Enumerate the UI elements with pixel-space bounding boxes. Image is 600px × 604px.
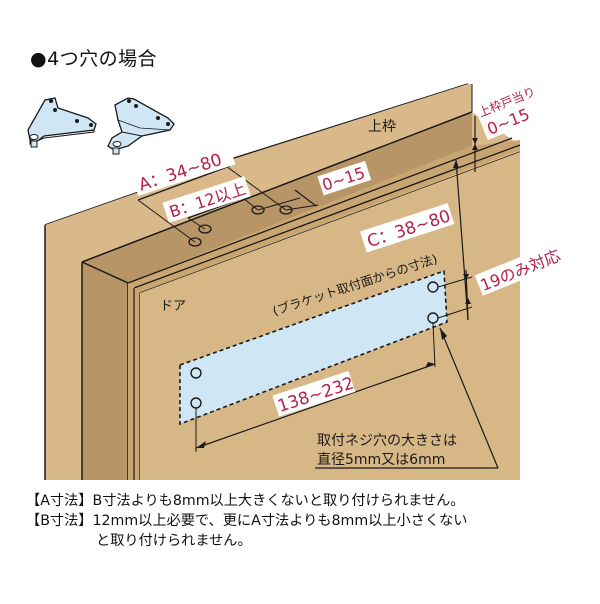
screw-note-line1: 取付ネジ穴の大きさは — [317, 433, 457, 449]
note-a: 【A寸法】B寸法よりも8mm以上大きくないと取り付けられません。 — [26, 491, 467, 511]
note-a-text: B寸法よりも8mm以上大きくないと取り付けられません。 — [92, 493, 465, 509]
frame-hole — [279, 205, 293, 215]
raised-bracket-icon — [107, 97, 175, 155]
dimension-notes: 【A寸法】B寸法よりも8mm以上大きくないと取り付けられません。 【B寸法】12… — [26, 491, 467, 551]
note-b: 【B寸法】12mm以上必要で、更にA寸法よりも8mm以上小さくない — [26, 511, 467, 531]
mounting-plate — [179, 269, 448, 426]
note-b-text-line1: 12mm以上必要で、更にA寸法よりも8mm以上小さくない — [92, 513, 468, 529]
upper-frame-soffit — [82, 114, 472, 283]
upper-frame-label: 上枠 — [368, 119, 396, 135]
note-a-label: 【A寸法】 — [26, 493, 93, 509]
flat-bracket-icon — [27, 97, 97, 148]
plate-hole — [190, 367, 202, 379]
note-b-text-line2: と取り付けられません。 — [96, 533, 252, 549]
note-b-label: 【B寸法】 — [26, 513, 93, 529]
frame-hole — [198, 224, 212, 234]
frame-hole — [188, 237, 202, 247]
door-label: ドア — [160, 299, 186, 314]
screw-note-line2: 直径5mm又は6mm — [317, 451, 445, 468]
note-b-continued: と取り付けられません。 — [26, 531, 467, 551]
page-title: ●4つ穴の場合 — [30, 48, 158, 70]
frame-hole — [251, 205, 265, 215]
left-jamb — [82, 262, 128, 480]
